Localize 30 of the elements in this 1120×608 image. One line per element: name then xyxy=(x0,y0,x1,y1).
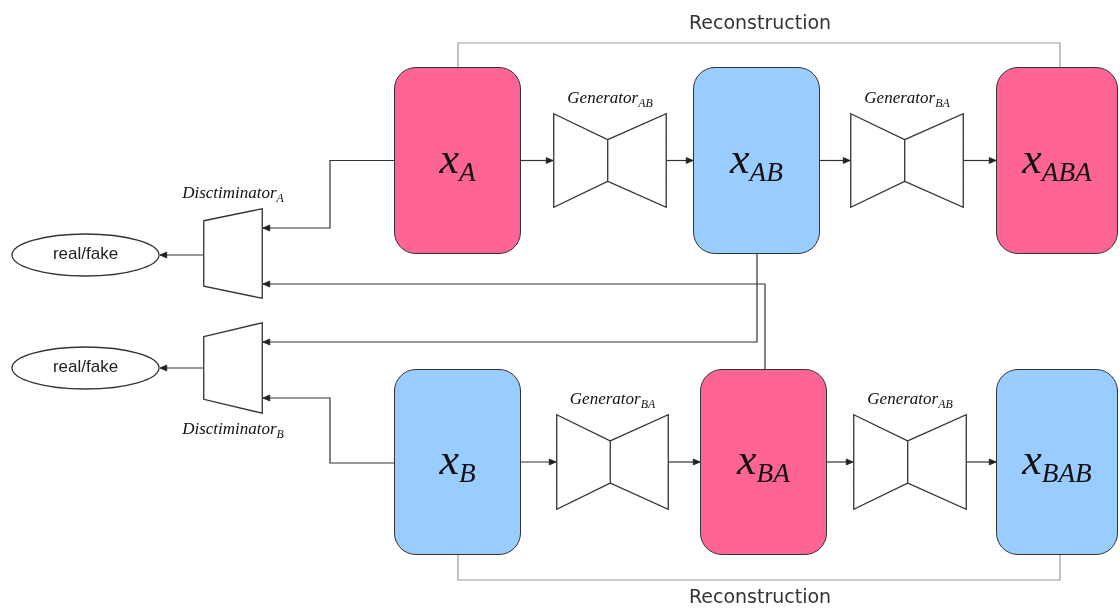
variable-box: x$_{A}$ xyxy=(394,67,521,254)
arrow xyxy=(159,364,204,372)
network-label: Generator$_{AB}$ xyxy=(566,88,654,112)
arrow xyxy=(666,157,694,164)
variable-box: x$_{B}$ xyxy=(394,369,521,555)
arrow xyxy=(826,458,854,466)
arrow xyxy=(966,458,997,466)
arrow xyxy=(262,280,766,370)
connector-line xyxy=(457,42,1061,68)
arrow xyxy=(262,253,758,346)
network-label: Disctiminator$_{B}$ xyxy=(181,419,285,443)
arrow xyxy=(668,458,701,466)
arrow xyxy=(159,251,204,259)
network-label: Disctiminator$_{A}$ xyxy=(181,183,285,207)
arrow xyxy=(520,458,557,466)
connector-line xyxy=(457,554,1061,581)
network-label: Generator$_{AB}$ xyxy=(866,389,954,413)
variable-box: x$_{BA}$ xyxy=(700,369,827,555)
arrow xyxy=(963,157,997,164)
output-label: real/fake xyxy=(51,357,120,377)
arrow xyxy=(262,394,395,464)
network-label: Generator$_{BA}$ xyxy=(568,389,657,413)
variable-box: x$_{BAB}$ xyxy=(996,369,1118,555)
arrow xyxy=(819,157,851,164)
arrow xyxy=(520,157,554,164)
variable-box: x$_{ABA}$ xyxy=(996,67,1118,254)
output-label: real/fake xyxy=(51,244,120,264)
arrow xyxy=(262,159,395,232)
network-label: Generator$_{BA}$ xyxy=(863,88,951,112)
variable-box: x$_{AB}$ xyxy=(693,67,820,254)
